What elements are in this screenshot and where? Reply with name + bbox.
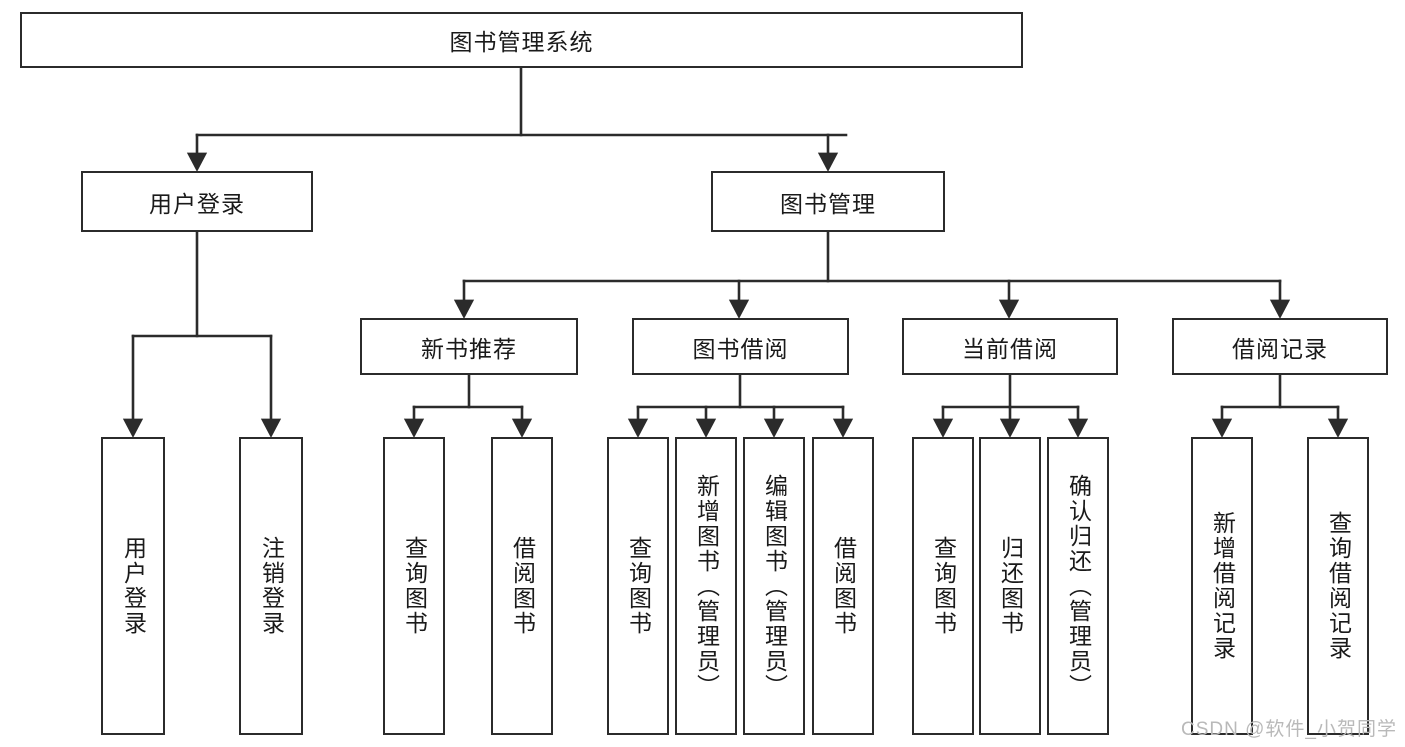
node-label: 借阅记录 — [1232, 335, 1328, 362]
leaf-query-books-borrowing[interactable]: 查询图书 — [607, 437, 669, 735]
leaf-borrow-books-borrowing[interactable]: 借阅图书 — [812, 437, 874, 735]
leaf-logout[interactable]: 注销登录 — [239, 437, 303, 735]
leaf-return-books[interactable]: 归还图书 — [979, 437, 1041, 735]
node-label: 新增图书（管理员） — [693, 473, 720, 699]
node-current-borrowing[interactable]: 当前借阅 — [902, 318, 1118, 375]
node-root-book-management-system[interactable]: 图书管理系统 — [20, 12, 1023, 68]
node-label: 查询图书 — [930, 536, 957, 636]
node-label: 当前借阅 — [962, 335, 1058, 362]
node-label: 图书管理系统 — [449, 29, 594, 55]
node-new-book-recommendation[interactable]: 新书推荐 — [360, 318, 578, 375]
watermark-text: CSDN @软件_小贺同学 — [1181, 719, 1397, 740]
node-label: 注销登录 — [258, 536, 285, 636]
node-label: 用户登录 — [120, 536, 147, 636]
node-label: 确认归还（管理员） — [1065, 473, 1092, 699]
node-label: 查询图书 — [401, 536, 428, 636]
node-label: 借阅图书 — [509, 536, 536, 636]
leaf-user-login[interactable]: 用户登录 — [101, 437, 165, 735]
node-label: 查询借阅记录 — [1325, 511, 1352, 661]
node-user-login[interactable]: 用户登录 — [81, 171, 313, 232]
leaf-borrow-books-recommendation[interactable]: 借阅图书 — [491, 437, 553, 735]
leaf-add-book-admin[interactable]: 新增图书（管理员） — [675, 437, 737, 735]
leaf-query-borrowing-record[interactable]: 查询借阅记录 — [1307, 437, 1369, 735]
leaf-confirm-return-admin[interactable]: 确认归还（管理员） — [1047, 437, 1109, 735]
node-book-management[interactable]: 图书管理 — [711, 171, 945, 232]
node-label: 编辑图书（管理员） — [761, 473, 788, 699]
node-label: 归还图书 — [997, 536, 1024, 636]
node-label: 用户登录 — [149, 190, 245, 217]
node-label: 图书借阅 — [692, 335, 789, 362]
node-label: 新书推荐 — [421, 335, 517, 362]
node-label: 借阅图书 — [830, 536, 857, 636]
leaf-query-books-recommendation[interactable]: 查询图书 — [383, 437, 445, 735]
node-borrowing-records[interactable]: 借阅记录 — [1172, 318, 1388, 375]
leaf-query-books-current[interactable]: 查询图书 — [912, 437, 974, 735]
node-label: 新增借阅记录 — [1209, 511, 1236, 661]
node-label: 查询图书 — [625, 536, 652, 636]
leaf-edit-book-admin[interactable]: 编辑图书（管理员） — [743, 437, 805, 735]
node-label: 图书管理 — [780, 190, 876, 217]
node-book-borrowing[interactable]: 图书借阅 — [632, 318, 849, 375]
leaf-add-borrowing-record[interactable]: 新增借阅记录 — [1191, 437, 1253, 735]
